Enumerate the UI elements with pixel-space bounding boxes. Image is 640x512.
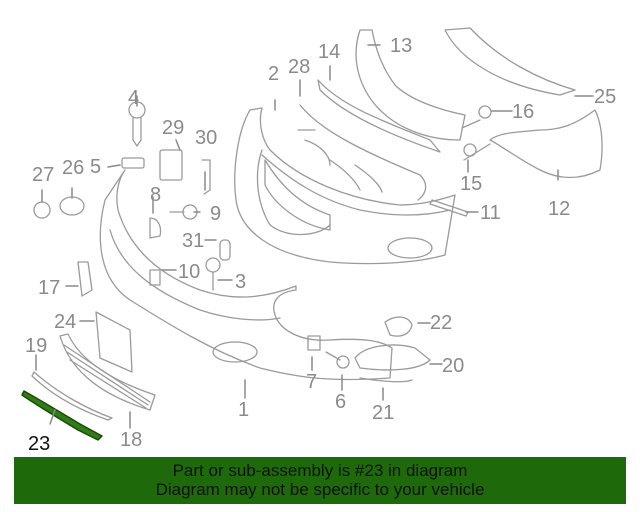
callout-2[interactable]: 2: [268, 63, 280, 85]
part-info-banner: Part or sub-assembly is #23 in diagram D…: [14, 457, 626, 504]
bumper-cover-lower: [99, 169, 393, 381]
callout-27[interactable]: 27: [32, 164, 55, 186]
callout-24[interactable]: 24: [54, 311, 77, 333]
callout-10[interactable]: 10: [178, 261, 201, 283]
callout-1[interactable]: 1: [238, 399, 250, 421]
callout-29[interactable]: 29: [162, 117, 185, 139]
callout-6[interactable]: 6: [335, 391, 347, 413]
callout-3[interactable]: 3: [235, 271, 247, 293]
callout-5[interactable]: 5: [90, 156, 102, 178]
lower-grille: [59, 333, 156, 411]
callout-4[interactable]: 4: [128, 87, 140, 109]
part-23-highlighted: [21, 390, 103, 441]
callout-23-highlighted[interactable]: 23: [28, 433, 51, 455]
callout-8[interactable]: 8: [150, 184, 162, 206]
callout-13[interactable]: 13: [390, 35, 413, 57]
callout-20[interactable]: 20: [442, 355, 465, 377]
callout-28[interactable]: 28: [288, 56, 311, 78]
callout-9[interactable]: 9: [210, 203, 222, 225]
callout-11[interactable]: 11: [480, 202, 501, 224]
diagram-drawing: [21, 27, 603, 441]
callout-31[interactable]: 31: [182, 230, 205, 252]
callout-25[interactable]: 25: [594, 86, 617, 108]
callout-12[interactable]: 12: [548, 198, 571, 220]
parts-diagram: 4 5 29 30 27 26 8 9 31 10 3 17 24 19 23 …: [21, 27, 617, 455]
callout-22[interactable]: 22: [430, 312, 453, 334]
callout-15[interactable]: 15: [460, 173, 483, 195]
callout-30[interactable]: 30: [195, 127, 218, 149]
callout-7[interactable]: 7: [306, 371, 318, 393]
banner-part-text: Part or sub-assembly is #23 in diagram: [172, 461, 468, 480]
callout-26[interactable]: 26: [62, 157, 85, 179]
callout-14[interactable]: 14: [318, 41, 341, 63]
callout-16[interactable]: 16: [512, 101, 535, 123]
callout-21[interactable]: 21: [372, 402, 395, 424]
bumper-cover-upper: [234, 107, 456, 265]
callout-18[interactable]: 18: [120, 429, 143, 451]
banner-disclaimer-text: Diagram may not be specific to your vehi…: [155, 480, 485, 499]
callout-17[interactable]: 17: [38, 277, 61, 299]
callout-19[interactable]: 19: [25, 335, 48, 357]
